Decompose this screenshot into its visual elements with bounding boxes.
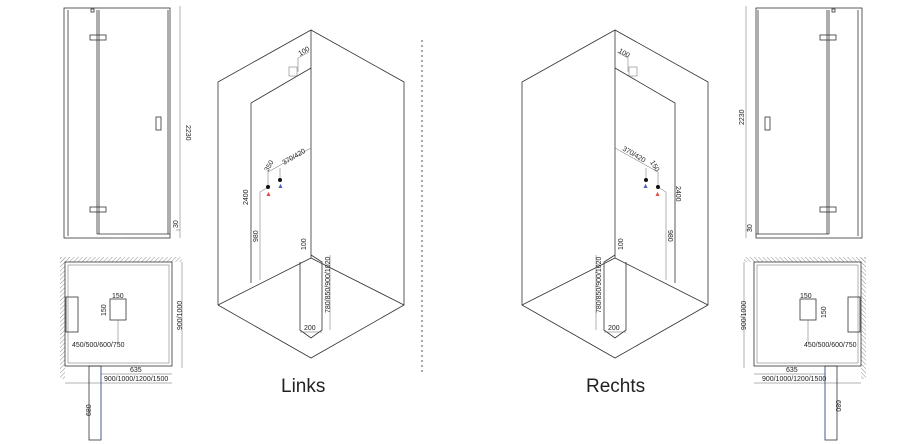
- dim-height: 2230: [739, 109, 746, 125]
- right-variant-title: Rechts: [586, 376, 645, 397]
- dim-pipe-height: 980: [253, 230, 260, 242]
- dim-drain-h: 100: [618, 238, 625, 250]
- dim-base: 30: [747, 224, 754, 232]
- dim-drain-w: 200: [608, 325, 620, 332]
- dim-top: 100: [298, 46, 312, 58]
- dim-wall-height: 2400: [243, 189, 250, 205]
- dim-pipe-offset: 370/420: [282, 148, 308, 167]
- dim-tray-w: 150: [112, 293, 124, 300]
- dim-depth: 900/1000: [741, 301, 748, 330]
- dim-width: 900/1000/1200/1500: [104, 376, 168, 383]
- dim-drain-offset: 780/850/900/1020: [596, 256, 603, 313]
- dim-pipe-height: 980: [666, 230, 673, 242]
- dim-width: 900/1000/1200/1500: [762, 376, 826, 383]
- dim-swing: 680: [834, 400, 841, 412]
- right-variant-drawing: [521, 5, 867, 441]
- dim-top: 100: [617, 48, 631, 60]
- dim-depth: 900/1000: [177, 301, 184, 330]
- dim-drain-h: 100: [301, 238, 308, 250]
- dim-tray-h: 150: [821, 306, 828, 318]
- dim-tray-h: 150: [101, 304, 108, 316]
- dim-height: 2230: [184, 125, 191, 141]
- dim-pipe-gap: 350: [264, 159, 276, 173]
- dim-swing: 680: [86, 404, 93, 416]
- dim-wall-height: 2400: [674, 186, 681, 202]
- dim-pipe-offset: 370/420: [621, 146, 647, 165]
- dim-door: 635: [130, 367, 142, 374]
- dim-base: 30: [173, 220, 180, 228]
- dim-drain-offset: 780/850/900/1020: [325, 256, 332, 313]
- dim-tray-w: 150: [800, 293, 812, 300]
- dim-pipe-gap: 150: [648, 160, 660, 174]
- left-variant-drawing: [59, 5, 405, 441]
- left-variant-title: Links: [281, 376, 325, 397]
- dim-tray-offset: 450/500/600/750: [804, 342, 857, 349]
- dim-door: 635: [786, 367, 798, 374]
- dim-tray-offset: 450/500/600/750: [72, 342, 125, 349]
- dim-drain-w: 200: [304, 325, 316, 332]
